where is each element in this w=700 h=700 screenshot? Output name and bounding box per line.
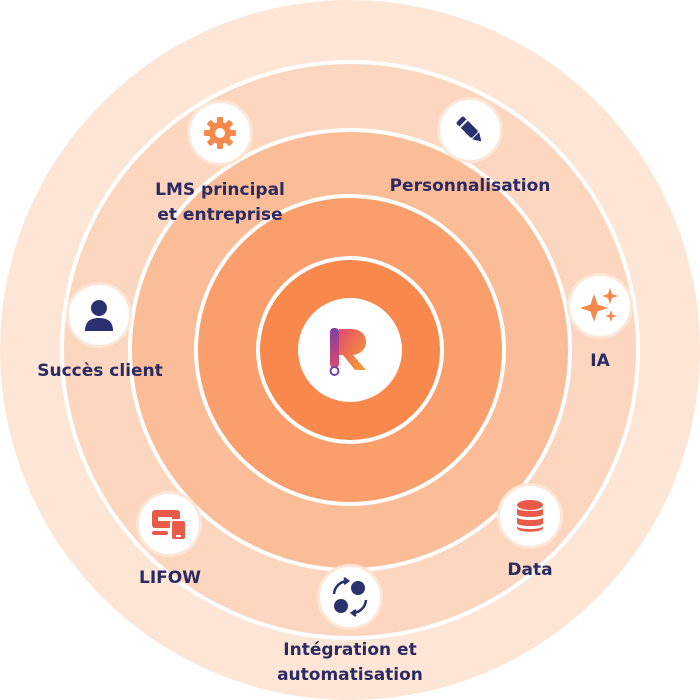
lifow-label: LIFOW (139, 568, 201, 588)
pencil-icon (456, 116, 482, 142)
data-label: Data (507, 560, 553, 580)
center-logo (298, 298, 402, 402)
lms-node-icon (187, 100, 253, 166)
user-icon (85, 300, 113, 331)
lms-label-line-1: LMS principal (155, 180, 285, 200)
sparkles-icon (580, 288, 618, 322)
lms-label-line-2: et entreprise (157, 205, 283, 225)
ia-node-icon (567, 273, 633, 339)
integration-node-icon (317, 564, 383, 630)
succes-client-node-icon (66, 282, 132, 348)
r-logo-icon (329, 328, 366, 376)
gear-icon (204, 117, 236, 149)
lms-node-label: LMS principal et entreprise (150, 178, 290, 228)
succes-client-label: Succès client (37, 361, 163, 381)
personnalisation-node-icon (437, 97, 503, 163)
lifow-node-icon (136, 491, 202, 557)
ia-label: IA (590, 351, 610, 371)
data-node-label: Data (490, 558, 570, 583)
sync-icon (332, 577, 368, 617)
integration-label-line-1: Intégration et (283, 640, 417, 660)
database-icon (517, 500, 543, 532)
devices-icon (152, 510, 187, 541)
ia-node-label: IA (570, 349, 630, 374)
lifow-node-label: LIFOW (115, 566, 225, 591)
integration-label-line-2: automatisation (277, 665, 423, 685)
integration-node-label: Intégration et automatisation (260, 638, 440, 688)
personnalisation-node-label: Personnalisation (380, 174, 560, 199)
personnalisation-label: Personnalisation (389, 176, 551, 196)
data-node-icon (497, 483, 563, 549)
succes-client-node-label: Succès client (30, 359, 170, 384)
